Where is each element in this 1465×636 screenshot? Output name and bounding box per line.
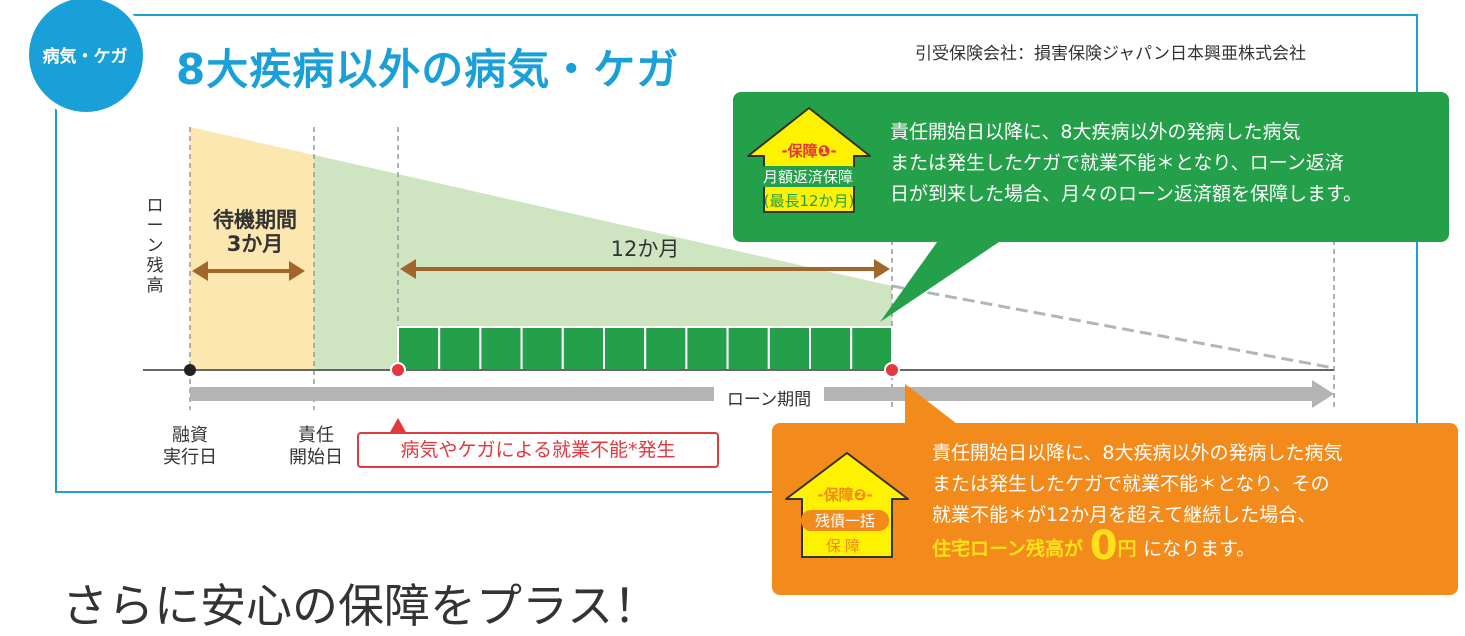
loan-term-label: ローン期間 xyxy=(714,385,824,410)
month-bar xyxy=(850,326,894,371)
month-bar xyxy=(809,326,853,371)
guarantee1-badge-mid: 月額返済保障 xyxy=(756,166,860,187)
waiting-period-arrow xyxy=(192,261,305,281)
incident-dot xyxy=(390,362,406,378)
category-badge xyxy=(24,0,148,117)
guarantee2-badge-bottom: 保障 xyxy=(825,537,864,555)
orange-callout-pointer xyxy=(905,384,965,430)
month-bar xyxy=(685,326,729,371)
guarantee1-badge-bottom: (最長12か月) xyxy=(763,192,855,210)
coverage-period-label: 12か月 xyxy=(610,237,680,261)
month-bar xyxy=(479,326,523,371)
page-title: 8大疾病以外の病気・ケガ xyxy=(176,45,680,94)
guarantee2-badge-top: -保障❷- xyxy=(817,486,873,504)
zero-balance-line: 住宅ローン残高が 0円 になります。 xyxy=(932,523,1256,569)
month-bar xyxy=(644,326,688,371)
coverage-period-arrow xyxy=(400,259,890,279)
waiting-period-label: 待機期間 3か月 xyxy=(213,208,297,256)
guarantee2-house-icon xyxy=(785,452,909,558)
incident-label: 病気やケガによる就業不能*発生 xyxy=(357,432,719,468)
twelve-month-dot xyxy=(884,362,900,378)
green-callout-pointer xyxy=(880,238,1005,322)
month-bar xyxy=(438,326,482,371)
month-bar xyxy=(561,326,605,371)
month-bar xyxy=(520,326,564,371)
waiting-period-area xyxy=(190,127,314,370)
loan-diagram xyxy=(143,127,1335,434)
yen-unit: 円 xyxy=(1117,538,1137,560)
guarantee1-text: 責任開始日以降に、8大疾病以外の発病した病気 または発生したケガで就業不能＊とな… xyxy=(890,121,1363,205)
month-bar xyxy=(726,326,770,371)
diagram-frame xyxy=(55,14,1418,493)
month-bar xyxy=(767,326,811,371)
loan-execution-date-label: 融資 実行日 xyxy=(163,425,217,468)
month-bar xyxy=(603,326,647,371)
balance-dashed-line xyxy=(891,284,1335,370)
month-bar xyxy=(397,326,441,371)
bottom-heading: さらに安心の保障をプラス！ xyxy=(62,579,660,633)
monthly-payment-bars xyxy=(397,326,894,371)
insurer-note: 引受保険会社：損害保険ジャパン日本興亜株式会社 xyxy=(915,44,1306,64)
guarantee2-text: 責任開始日以降に、8大疾病以外の発病した病気 または発生したケガで就業不能＊とな… xyxy=(932,442,1343,569)
category-badge-label: 病気・ケガ xyxy=(42,47,128,67)
loan-start-dot xyxy=(184,364,196,376)
liability-start-date-label: 責任 開始日 xyxy=(289,425,343,468)
zero-amount: 0 xyxy=(1089,523,1118,569)
guarantee1-badge-top: -保障❶- xyxy=(781,142,837,160)
loan-balance-area xyxy=(314,155,892,370)
guarantee2-badge-mid: 残債一括 xyxy=(801,510,889,531)
incident-marker xyxy=(389,418,407,434)
y-axis-label: ローン残高 xyxy=(146,196,164,296)
